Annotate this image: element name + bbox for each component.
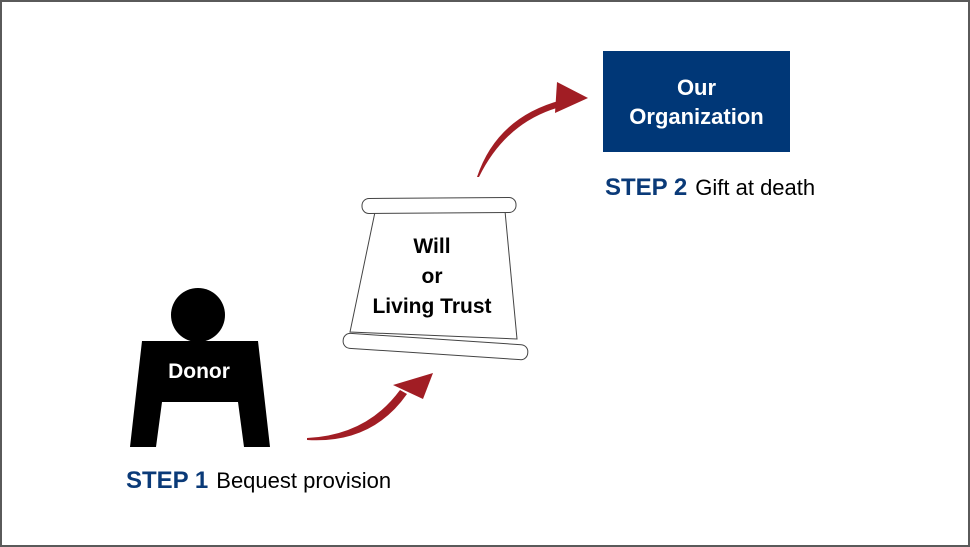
document-line2: or xyxy=(421,265,443,288)
document-line3: Living Trust xyxy=(372,295,492,318)
step-2-label: STEP 2 xyxy=(605,174,688,201)
scroll-top-roller xyxy=(361,197,517,214)
donor-body xyxy=(130,341,270,447)
donor-silhouette xyxy=(130,288,270,447)
arrow-step1 xyxy=(307,373,433,441)
organization-box: Our Organization xyxy=(603,51,790,152)
document-label: Will or Living Trust xyxy=(357,232,507,322)
scroll-document-icon xyxy=(342,197,529,361)
organization-line2: Organization xyxy=(629,103,764,129)
step-2: STEP 2 Gift at death xyxy=(605,174,815,202)
step-1-label: STEP 1 xyxy=(126,467,209,494)
arrow-step2 xyxy=(477,82,588,177)
step-1: STEP 1 Bequest provision xyxy=(126,467,391,495)
step-1-text: Bequest provision xyxy=(216,468,392,493)
step-2-text: Gift at death xyxy=(695,175,816,200)
organization-line1: Our xyxy=(676,74,717,100)
donor-label: Donor xyxy=(168,360,230,383)
document-line1: Will xyxy=(413,235,451,258)
donor-head xyxy=(171,288,225,342)
scroll-bottom-roller xyxy=(342,332,529,361)
